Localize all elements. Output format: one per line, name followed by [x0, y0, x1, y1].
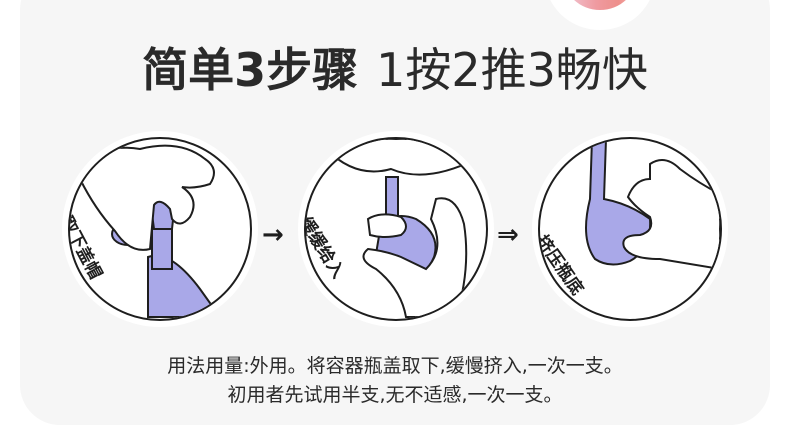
product-blob-decoration [563, 0, 637, 10]
remove-cap-illustration [79, 144, 222, 318]
instructions-line-2: 初用者先试用半支,无不适感,一次一支。 [227, 384, 563, 406]
step-1-circle: 取下盖帽 [68, 137, 252, 321]
arrow-right-icon: → [262, 220, 284, 250]
double-arrow-right-icon: ⇒ [497, 220, 519, 250]
title-bold: 简单3步骤 [142, 43, 359, 97]
page-title: 简单3步骤 1按2推3畅快 [0, 34, 790, 100]
step-2-circle: 缓缓给入 [304, 137, 488, 321]
squeeze-bottle-illustration [585, 139, 720, 271]
step-3-circle: 挤压瓶底 [538, 137, 722, 321]
title-light: 1按2推3畅快 [376, 43, 648, 97]
insert-slowly-illustration [325, 139, 477, 318]
instructions-line-1: 用法用量:外用。将容器瓶盖取下,缓慢挤入,一次一支。 [167, 355, 623, 377]
